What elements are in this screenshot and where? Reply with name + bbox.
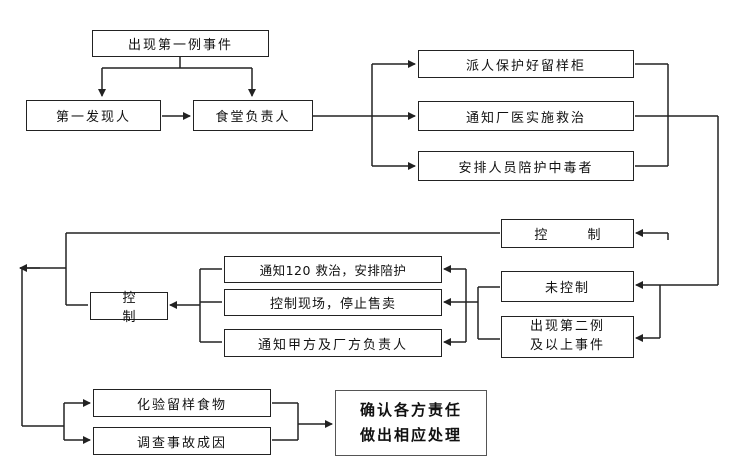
- node-control-scene: 控制现场，停止售卖: [224, 289, 442, 316]
- node-confirm: 确认各方责任 做出相应处理: [335, 390, 487, 456]
- node-first-event-label: 出现第一例事件: [127, 38, 233, 53]
- node-canteen-head-label: 食堂负责人: [215, 110, 291, 125]
- node-uncontrolled: 未控制: [501, 271, 634, 302]
- node-second-event: 出现第二例 及以上事件: [501, 316, 634, 358]
- node-notify-doctor: 通知厂医实施救治: [418, 101, 634, 131]
- node-investigate-label: 调查事故成因: [136, 435, 227, 451]
- node-first-finder: 第一发现人: [26, 100, 161, 131]
- node-uncontrolled-label: 未控制: [544, 281, 590, 296]
- node-investigate: 调查事故成因: [93, 427, 271, 455]
- node-confirm-line2: 做出相应处理: [359, 426, 462, 444]
- node-controlled-right: 控 制: [501, 219, 634, 248]
- node-control-scene-label: 控制现场，停止售卖: [269, 297, 396, 312]
- node-second-event-line1: 出现第二例: [529, 319, 605, 335]
- node-canteen-head: 食堂负责人: [193, 100, 313, 131]
- node-test-samples: 化验留样食物: [93, 389, 271, 417]
- node-test-samples-label: 化验留样食物: [136, 397, 227, 413]
- node-arrange-escort-label: 安排人员陪护中毒者: [458, 160, 594, 176]
- node-keep-samples: 派人保护好留样柜: [418, 50, 634, 78]
- node-first-finder-label: 第一发现人: [55, 110, 131, 125]
- node-controlled-left: 控 制: [90, 291, 168, 325]
- node-second-event-line2: 及以上事件: [529, 338, 605, 353]
- node-controlled-left-label: 控 制: [122, 291, 150, 325]
- node-keep-samples-label: 派人保护好留样柜: [465, 58, 586, 74]
- node-notify-parties-label: 通知甲方及厂方负责人: [257, 337, 408, 353]
- node-notify-parties: 通知甲方及厂方负责人: [224, 329, 442, 357]
- node-first-event: 出现第一例事件: [92, 30, 269, 57]
- node-arrange-escort: 安排人员陪护中毒者: [418, 151, 634, 181]
- node-confirm-line1: 确认各方责任: [359, 400, 462, 419]
- node-notify-120-label: 通知120 救治，安排陪护: [259, 263, 407, 278]
- node-controlled-right-label: 控 制: [534, 228, 619, 243]
- node-notify-doctor-label: 通知厂医实施救治: [465, 110, 586, 126]
- node-notify-120: 通知120 救治，安排陪护: [224, 256, 442, 283]
